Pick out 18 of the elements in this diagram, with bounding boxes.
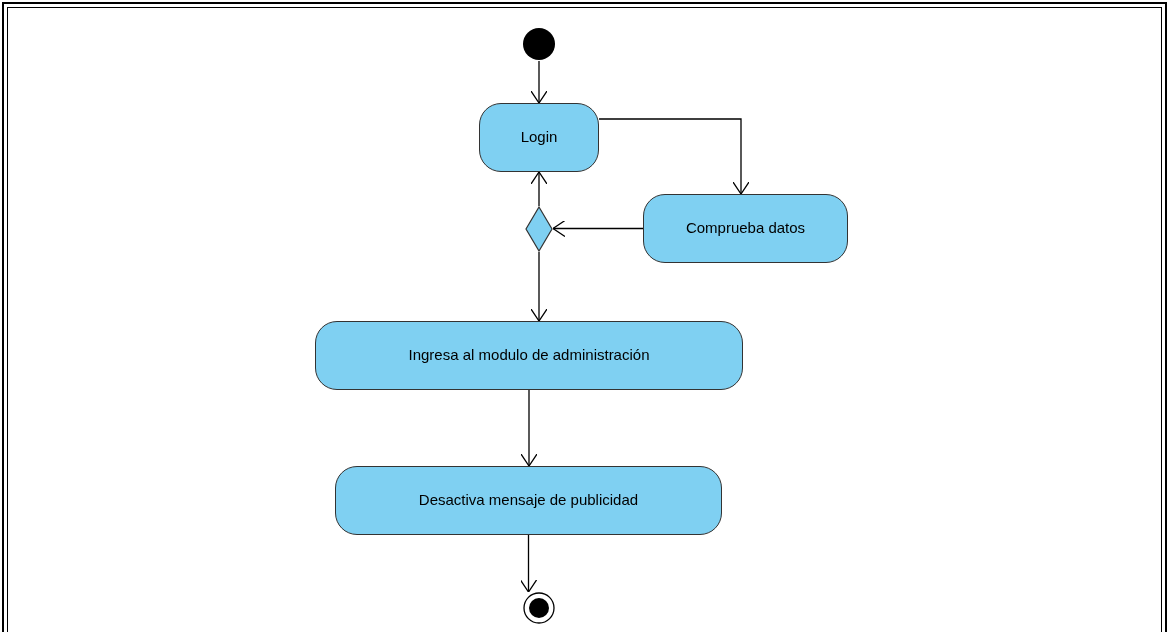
action-label: Login bbox=[520, 127, 558, 148]
final-node bbox=[523, 592, 555, 624]
arrow bbox=[519, 534, 538, 593]
arrow bbox=[530, 171, 548, 207]
action-box bbox=[335, 466, 722, 535]
arrow bbox=[530, 251, 548, 322]
decision-diamond bbox=[525, 206, 553, 252]
initial-node bbox=[522, 27, 556, 61]
action-box bbox=[643, 194, 848, 263]
arrow bbox=[530, 60, 548, 104]
action-box bbox=[315, 321, 743, 390]
action-label: Desactiva mensaje de publicidad bbox=[418, 490, 639, 511]
arrow bbox=[520, 389, 538, 467]
action-label: Comprueba datos bbox=[685, 218, 806, 239]
arrow bbox=[598, 118, 750, 195]
arrow bbox=[552, 219, 644, 238]
action-label: Ingresa al modulo de administración bbox=[408, 345, 650, 366]
action-box bbox=[479, 103, 599, 172]
